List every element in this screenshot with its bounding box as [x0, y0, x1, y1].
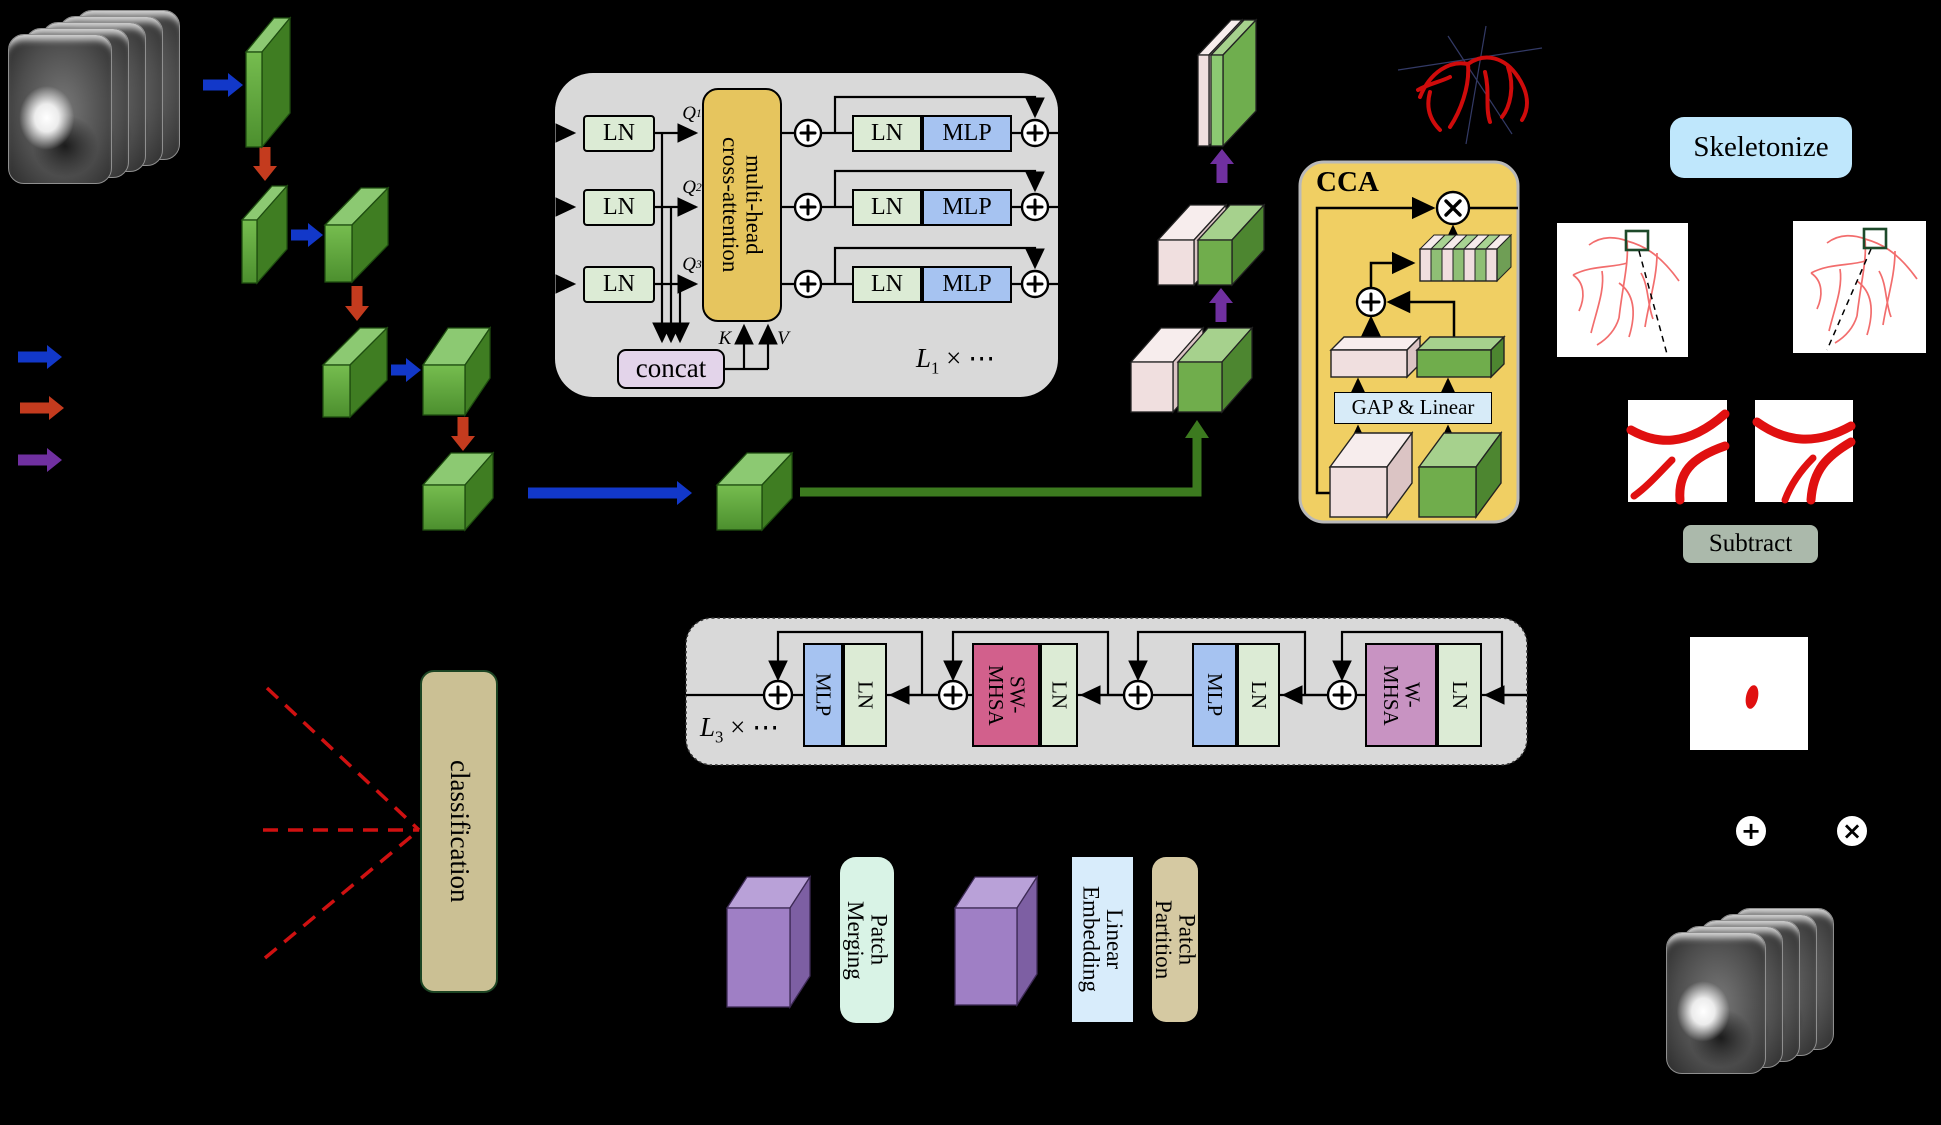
cca-green-slab: [1415, 335, 1506, 379]
fused-pair-top: [1196, 18, 1258, 148]
down-arrow: [253, 147, 277, 181]
token-cube: [725, 874, 812, 1010]
fused-pair-bottom: [1129, 326, 1254, 414]
conv-arrow: [203, 73, 243, 97]
classification-dashed-links: [263, 686, 421, 960]
feature-cube: [323, 186, 390, 284]
token-cubes: [725, 874, 1039, 1010]
cca-pink-cube: [1328, 430, 1414, 520]
cca-striped-cube: [1418, 233, 1513, 283]
skip-connection-arrow: [800, 436, 1202, 497]
feature-cube: [321, 326, 389, 419]
skip-connection-arrowhead: [1185, 420, 1209, 438]
operator-circles: [762, 118, 1471, 711]
cca-tensors: [1328, 233, 1513, 520]
up-arrow: [1210, 149, 1234, 183]
feature-cube: [421, 451, 495, 532]
skeleton-image-left: [1557, 223, 1688, 357]
feature-cube: [421, 325, 492, 418]
legend-red-arrow: [20, 396, 64, 420]
flow-arrows: [18, 73, 1234, 505]
skeleton-patch-left: [1626, 400, 1730, 505]
encoder-feature-cubes: [240, 16, 794, 532]
fused-pair-middle: [1156, 203, 1266, 287]
conv-arrow: [528, 481, 692, 505]
feature-slab: [244, 16, 292, 149]
token-cube: [953, 874, 1039, 1008]
vessel-3d-mask: [1397, 25, 1543, 145]
cca-pink-slab: [1329, 335, 1422, 379]
conv-arrow: [391, 358, 421, 382]
fusion-block-wiring: [555, 95, 1058, 371]
down-arrow: [345, 286, 369, 321]
feature-cube: [715, 451, 794, 532]
skeleton-patch-right: [1752, 400, 1856, 505]
cca-green-cube: [1417, 430, 1503, 520]
legend-blue-arrow: [18, 345, 62, 369]
conv-arrow: [291, 223, 323, 247]
fused-feature-pairs: [1129, 18, 1266, 414]
legend-purple-arrow: [18, 448, 62, 472]
skeleton-image-right: [1793, 221, 1926, 353]
feature-slab: [240, 184, 289, 285]
up-arrow: [1209, 288, 1233, 322]
down-arrow: [451, 417, 475, 451]
difference-image: [1690, 637, 1808, 750]
swin-block-background: [685, 617, 1528, 766]
